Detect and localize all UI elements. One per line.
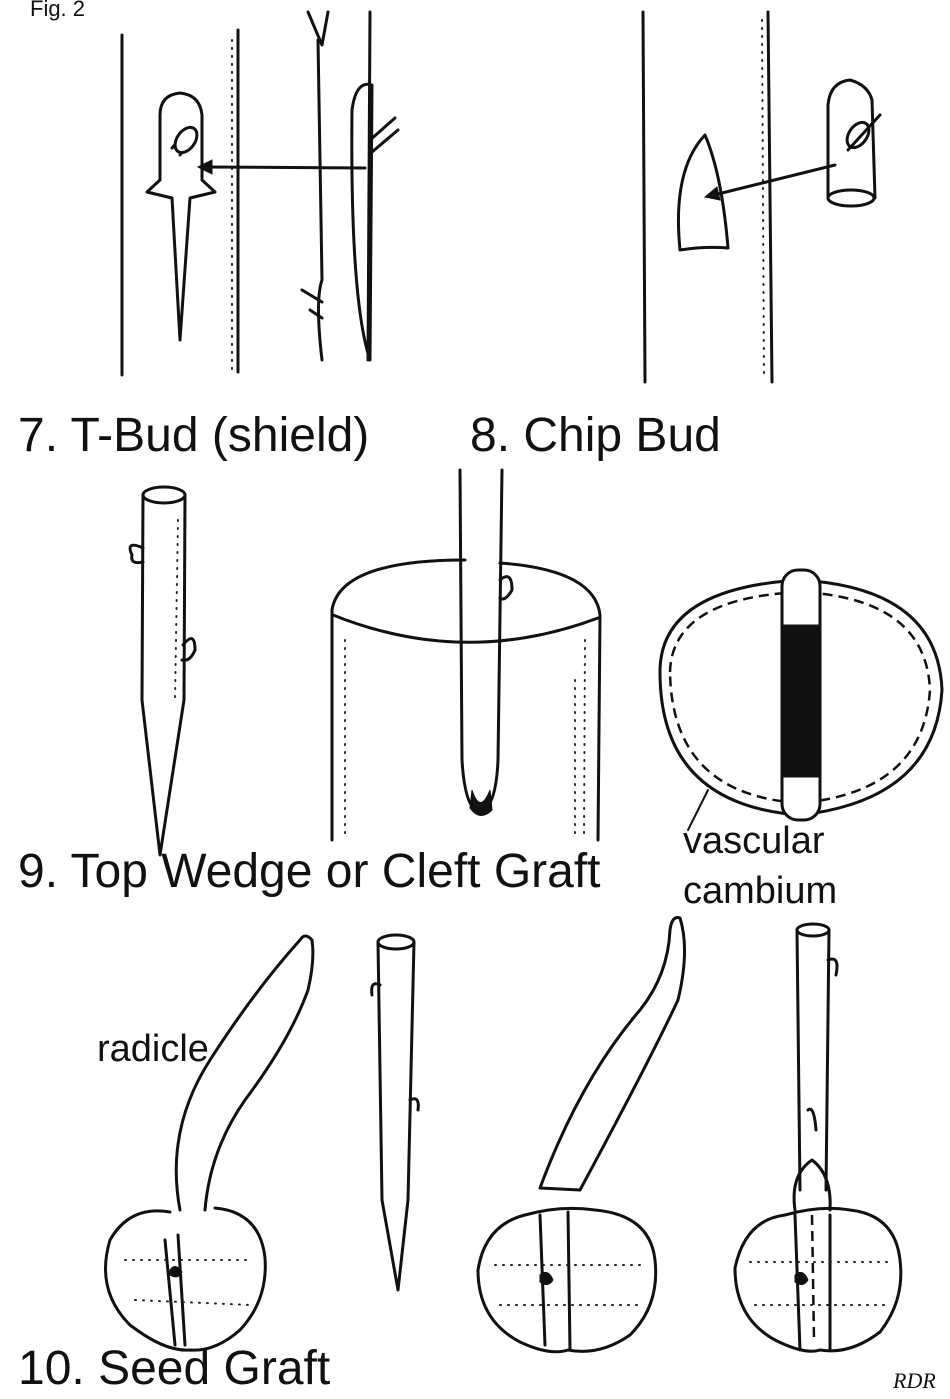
caption-t-bud: 7. T-Bud (shield): [18, 412, 369, 460]
seed-3: [735, 924, 901, 1351]
artist-signature: RDR: [893, 1370, 936, 1392]
seed-1: [106, 936, 313, 1350]
seed-scion: [372, 935, 419, 1290]
label-cambium: cambium: [683, 872, 837, 910]
caption-seed-graft: 10. Seed Graft: [18, 1345, 330, 1393]
label-vascular: vascular: [683, 822, 825, 860]
chip-bud-chip: [828, 80, 880, 206]
caption-chip-bud: 8. Chip Bud: [470, 412, 721, 460]
label-radicle: radicle: [97, 1030, 209, 1068]
t-bud-shield: [147, 93, 215, 340]
t-bud-arrow: [198, 160, 365, 174]
caption-cleft-graft: 9. Top Wedge or Cleft Graft: [18, 848, 601, 896]
figure-label: Fig. 2: [30, 0, 85, 20]
cleft-stock: [332, 560, 600, 840]
cleft-cross-section: [660, 570, 942, 820]
t-bud-budwood: [302, 12, 398, 360]
cleft-scion: [130, 487, 195, 855]
seed-2: [478, 918, 685, 1352]
